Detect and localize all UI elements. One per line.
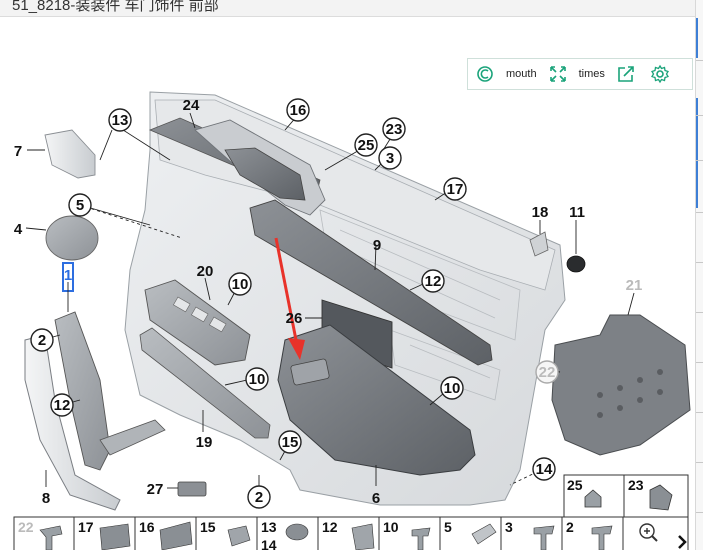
callout-2: 2 (255, 489, 263, 506)
clip-27-part[interactable] (177, 481, 207, 497)
callout-5: 5 (76, 197, 84, 214)
page-title: 51_8218-装装件 车门饰件 前部 (12, 0, 219, 14)
callout-16: 16 (290, 102, 307, 119)
panel-divider (696, 512, 703, 513)
callout-14: 14 (536, 461, 553, 478)
times-button[interactable]: times (578, 68, 605, 80)
fit-screen-icon (549, 66, 566, 82)
callout-9: 9 (373, 237, 381, 254)
armrest-cover-8-part[interactable] (24, 334, 121, 511)
parts-table-bottom-labels: 22 17 16 15 13 14 12 10 5 3 2 (18, 519, 574, 550)
callout-2: 2 (38, 332, 46, 349)
part-cell-23-label: 23 (628, 477, 644, 493)
parts-table-top-labels: 25 23 (567, 477, 644, 493)
panel-divider (696, 312, 703, 313)
callout-15: 15 (282, 434, 299, 451)
callout-6: 6 (372, 490, 380, 507)
callout-17: 17 (447, 181, 464, 198)
panel-divider (696, 60, 703, 61)
viewer-toolbar: mouth times (467, 58, 693, 90)
callout-22: 22 (539, 364, 556, 381)
panel-divider (696, 212, 703, 213)
callout-11: 11 (569, 204, 585, 221)
part-cell-13-label: 13 (261, 519, 277, 535)
part-cell-25-label: 25 (567, 477, 583, 493)
grab-handle-bracket (99, 419, 166, 456)
fit-screen-button[interactable] (541, 59, 575, 89)
panel-divider (696, 462, 703, 463)
panel-divider (696, 362, 703, 363)
zoom-button[interactable] (636, 521, 662, 545)
callout-23: 23 (386, 121, 403, 138)
callout-18: 18 (532, 204, 549, 221)
callout-labels: 24 16 13 23 25 3 17 5 9 12 20 10 26 2 10… (14, 97, 643, 507)
next-page-button[interactable] (676, 534, 688, 550)
callout-10: 10 (444, 380, 461, 397)
switch-recess-part[interactable] (290, 358, 330, 386)
door-trim-diagram: 24 16 13 23 25 3 17 5 9 12 20 10 26 2 10… (13, 91, 691, 550)
callout-4: 4 (14, 221, 23, 238)
share-icon (618, 66, 634, 82)
callout-10: 10 (249, 371, 266, 388)
callout-markers (30, 98, 559, 509)
speaker-cover-4-part[interactable] (45, 215, 99, 261)
insulation-block-21-part[interactable] (551, 314, 691, 456)
part-cell-5-label: 5 (444, 519, 452, 535)
parts-table-bottom (13, 516, 689, 550)
share-button[interactable] (609, 59, 643, 89)
panel-divider (696, 160, 703, 161)
panel-marker (696, 18, 698, 58)
callout-13: 13 (112, 112, 129, 129)
settings-button[interactable] (643, 59, 677, 89)
panel-divider (696, 115, 703, 116)
right-scroll-panel[interactable] (695, 0, 703, 550)
insulation-holes (597, 369, 663, 418)
callout-24: 24 (183, 97, 200, 114)
callout-26: 26 (286, 310, 303, 327)
clip-18-part[interactable] (529, 231, 549, 257)
part-cell-14-label: 14 (261, 537, 277, 550)
callout-12: 12 (425, 273, 442, 290)
callout-7: 7 (14, 143, 22, 160)
part-cell-17-label: 17 (78, 519, 94, 535)
callout-19: 19 (196, 434, 213, 451)
rotate-button[interactable] (468, 59, 502, 89)
zoom-in-icon (639, 523, 658, 542)
callout-3: 3 (386, 150, 394, 167)
part-cell-15-label: 15 (200, 519, 216, 535)
part-cell-12-label: 12 (322, 519, 338, 535)
trim-strip-19-part[interactable] (139, 327, 271, 439)
part-cell-2-label: 2 (566, 519, 574, 535)
rotate-icon (477, 66, 493, 82)
switch-panel-20-part[interactable] (144, 279, 251, 366)
settings-icon (650, 64, 669, 84)
part-cell-10-label: 10 (383, 519, 399, 535)
highlight-arrow (274, 237, 305, 360)
window-switches (173, 296, 227, 333)
callout-27: 27 (147, 481, 164, 498)
panel-divider (696, 412, 703, 413)
plug-11-part[interactable] (566, 255, 586, 273)
armrest-strip-9-part[interactable] (249, 199, 493, 366)
parts-table-top (563, 474, 689, 518)
grab-handle-12-part[interactable] (54, 311, 111, 471)
chevron-right-icon (678, 535, 687, 549)
callout-25: 25 (358, 137, 375, 154)
mirror-cap-7-part[interactable] (44, 129, 96, 179)
callout-8: 8 (42, 490, 50, 507)
title-bar: 51_8218-装装件 车门饰件 前部 (0, 0, 695, 17)
callout-1: 1 (64, 267, 72, 284)
callout-10: 10 (232, 276, 249, 293)
mouth-button[interactable]: mouth (506, 68, 537, 80)
panel-divider (696, 262, 703, 263)
panel-marker (696, 98, 698, 208)
part-cell-16-label: 16 (139, 519, 155, 535)
callout-12: 12 (54, 397, 71, 414)
armrest-6-part[interactable] (277, 324, 476, 476)
part-cell-3-label: 3 (505, 519, 513, 535)
part-cell-22-label: 22 (18, 519, 34, 535)
callout-20: 20 (197, 263, 214, 280)
callout-21: 21 (626, 277, 643, 294)
inner-handle-25-part[interactable] (224, 147, 306, 201)
